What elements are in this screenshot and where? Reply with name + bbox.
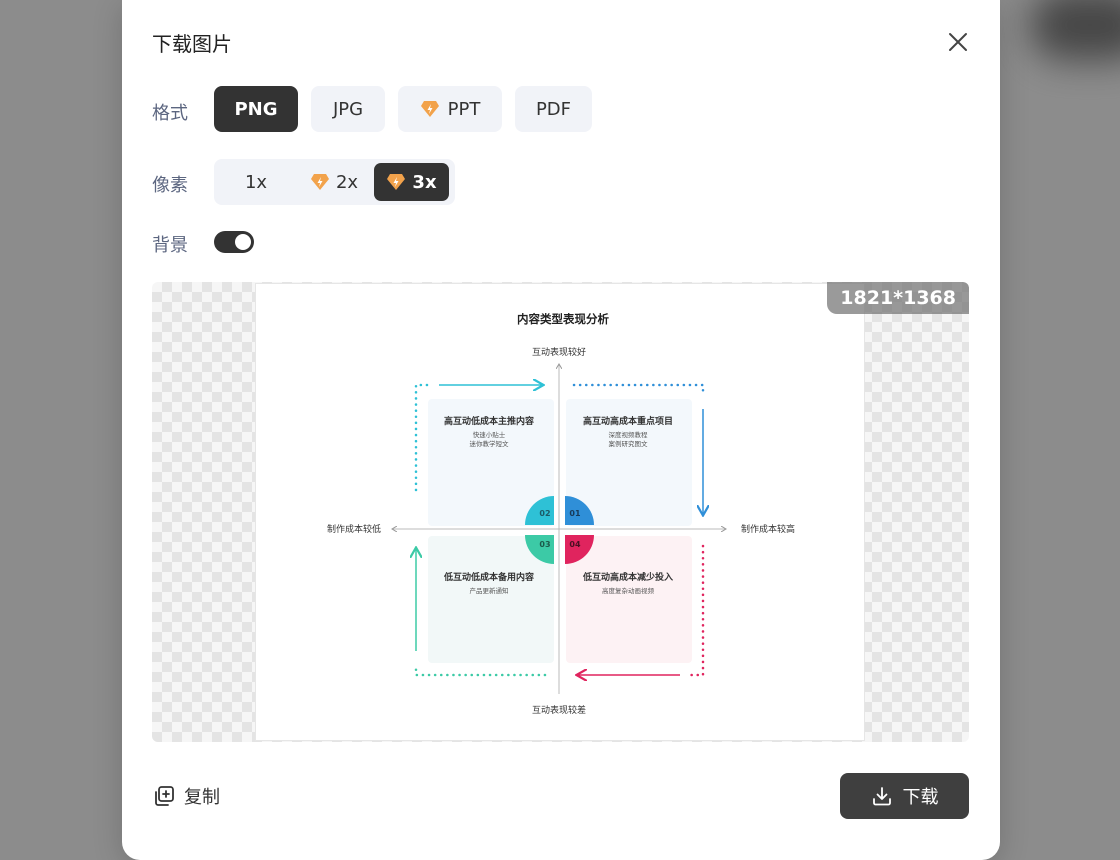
infographic-title: 内容类型表现分析 xyxy=(517,312,609,326)
download-icon xyxy=(872,787,891,806)
scale-3x-option[interactable]: 3x xyxy=(374,163,449,201)
quadrant-04-line1: 高度复杂动画视频 xyxy=(602,586,655,595)
axis-left-label: 制作成本较低 xyxy=(327,523,381,535)
format-ppt-label: PPT xyxy=(447,98,481,120)
flow-dots-bottom-right xyxy=(689,544,705,677)
close-icon[interactable] xyxy=(946,30,970,54)
download-button[interactable]: 下载 xyxy=(840,773,969,819)
format-label: 格式 xyxy=(152,103,188,124)
background-toggle[interactable] xyxy=(214,231,254,253)
quadrant-01-line1: 深度视频教程 xyxy=(609,430,649,439)
pixel-label: 像素 xyxy=(152,175,188,196)
quadrant-04-marker xyxy=(565,535,594,564)
infographic-sheet: 内容类型表现分析 互动表现较好 互动表现较差 制作成本较低 制作成本较高 高互动… xyxy=(255,283,865,741)
scale-2x-option[interactable]: 2x xyxy=(298,163,370,201)
quadrant-01-box xyxy=(566,399,692,526)
download-image-dialog: 下载图片 格式 PNG JPG PPT PDF 像素 1x 2x xyxy=(122,0,1000,860)
quadrant-02-marker xyxy=(525,496,554,525)
format-pdf-button[interactable]: PDF xyxy=(515,86,592,132)
dialog-title: 下载图片 xyxy=(152,32,232,56)
axis-bottom-label: 互动表现较差 xyxy=(532,704,586,716)
background-overlay-shadow xyxy=(1030,0,1120,60)
scale-1x-label: 1x xyxy=(244,171,268,193)
scale-2x-label: 2x xyxy=(335,171,359,193)
quadrant-04-box xyxy=(566,536,692,663)
format-pdf-label: PDF xyxy=(535,98,572,120)
axis-right-label: 制作成本较高 xyxy=(741,523,795,535)
format-png-label: PNG xyxy=(234,98,278,120)
premium-gem-icon xyxy=(387,174,406,190)
format-png-button[interactable]: PNG xyxy=(214,86,298,132)
quadrant-01-marker xyxy=(565,496,594,525)
flow-dots-top-right xyxy=(572,383,705,398)
quadrant-01-line2: 案例研究图文 xyxy=(609,439,649,448)
download-label: 下载 xyxy=(902,787,939,808)
quadrant-01-title: 高互动高成本重点项目 xyxy=(583,415,673,427)
quadrant-03-number: 03 xyxy=(539,540,550,549)
format-ppt-button[interactable]: PPT xyxy=(398,86,502,132)
quadrant-03-line1: 产品更新通知 xyxy=(470,586,509,595)
scale-1x-option[interactable]: 1x xyxy=(220,163,292,201)
scale-3x-label: 3x xyxy=(412,171,437,193)
toggle-knob xyxy=(235,234,251,250)
background-label: 背景 xyxy=(152,235,188,256)
flow-dots-top-left xyxy=(414,383,432,492)
quadrant-04-number: 04 xyxy=(569,540,581,549)
copy-label: 复制 xyxy=(184,787,220,808)
premium-gem-icon xyxy=(420,101,439,117)
quadrant-02-line1: 快速小贴士 xyxy=(473,430,506,439)
flow-dots-bottom-left xyxy=(414,662,547,677)
quadrant-03-marker xyxy=(525,535,554,564)
quadrant-02-title: 高互动低成本主推内容 xyxy=(444,415,534,427)
quadrant-02-line2: 迷你教学短文 xyxy=(470,439,510,448)
copy-button[interactable]: 复制 xyxy=(152,783,220,809)
image-dimensions-badge: 1821*1368 xyxy=(827,282,969,314)
format-jpg-label: JPG xyxy=(332,98,364,120)
copy-icon xyxy=(155,786,174,806)
scale-selector: 1x 2x 3x xyxy=(214,159,455,205)
quadrant-infographic: 内容类型表现分析 互动表现较好 互动表现较差 制作成本较低 制作成本较高 高互动… xyxy=(327,312,795,716)
quadrant-03-box xyxy=(428,536,554,663)
quadrant-03-title: 低互动低成本备用内容 xyxy=(443,571,534,583)
axis-top-label: 互动表现较好 xyxy=(532,346,586,358)
quadrant-02-number: 02 xyxy=(539,509,550,518)
quadrant-02-box xyxy=(428,399,554,526)
quadrant-04-title: 低互动高成本减少投入 xyxy=(582,571,673,583)
premium-gem-icon xyxy=(310,174,329,190)
format-jpg-button[interactable]: JPG xyxy=(311,86,385,132)
quadrant-01-number: 01 xyxy=(569,509,581,518)
image-preview: 内容类型表现分析 互动表现较好 互动表现较差 制作成本较低 制作成本较高 高互动… xyxy=(152,282,969,742)
